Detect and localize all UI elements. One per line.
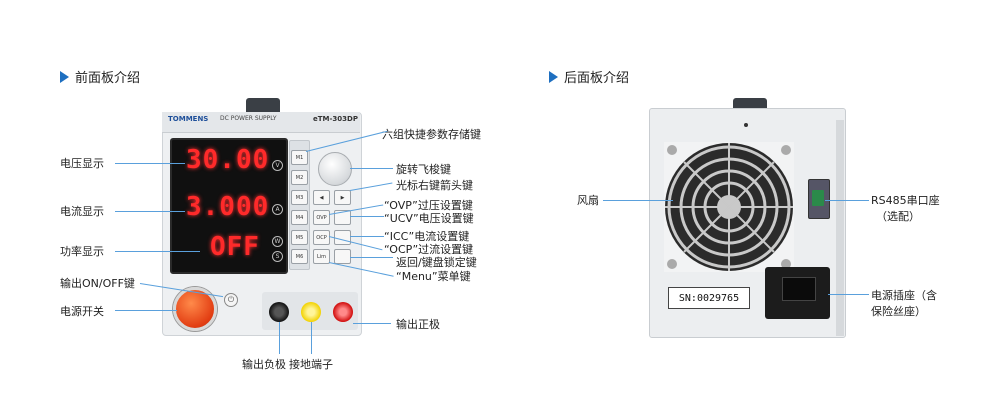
label-icc: “ICC”电流设置键 (384, 230, 470, 243)
output-toggle-button[interactable]: ⏻ (224, 293, 238, 307)
memory-key-m6[interactable]: M6 (291, 249, 308, 264)
rs485-connector (812, 190, 824, 206)
label-power-display: 功率显示 (60, 245, 104, 258)
cursor-left-key[interactable]: ◀ (313, 190, 330, 205)
leader-line (115, 251, 200, 252)
label-output-negative: 输出负极 (242, 358, 286, 371)
carry-handle (246, 98, 280, 112)
label-cursor-keys: 光标右键箭头键 (396, 179, 473, 192)
power-symbol-icon: ⏻ (227, 295, 235, 304)
label-fan: 风扇 (577, 194, 599, 207)
rear-panel-title: 后面板介绍 (564, 71, 630, 86)
memory-key-m1[interactable]: M1 (291, 150, 308, 165)
rear-panel-side (836, 120, 844, 336)
triangle-bullet-icon (60, 70, 69, 83)
leader-line (350, 257, 393, 258)
label-rs485-line1: RS485串口座 (871, 194, 940, 207)
memory-key-m4[interactable]: M4 (291, 210, 308, 225)
front-panel-header (162, 112, 360, 133)
led-display (170, 138, 288, 274)
label-rotary-knob: 旋转飞梭键 (396, 163, 451, 176)
memory-key-m2[interactable]: M2 (291, 170, 308, 185)
leader-line (115, 310, 177, 311)
serial-number-label: SN:0029765 (668, 287, 750, 309)
menu-key[interactable]: Lim (313, 249, 330, 264)
label-ground-terminal: 接地端子 (289, 358, 333, 371)
ocp-key[interactable]: OCP (313, 230, 330, 245)
power-readout: OFF (210, 232, 260, 262)
label-menu: “Menu”菜单键 (396, 270, 471, 283)
return-lock-key[interactable] (334, 249, 351, 264)
label-ocp: “OCP”过流设置键 (384, 243, 474, 256)
label-socket-line2: 保险丝座） (871, 305, 926, 318)
leader-line (279, 322, 280, 354)
leader-line (350, 216, 384, 217)
ovp-key[interactable]: OVP (313, 210, 330, 225)
label-power-switch: 电源开关 (60, 305, 104, 318)
leader-line (115, 163, 185, 164)
label-memory-keys: 六组快捷参数存储键 (382, 128, 481, 141)
label-ucv: “UCV”电压设置键 (384, 212, 474, 225)
label-output-positive: 输出正极 (396, 318, 440, 331)
leader-line (350, 236, 384, 237)
front-panel-title: 前面板介绍 (75, 71, 141, 86)
negative-terminal[interactable] (269, 302, 289, 322)
second-unit-indicator: S (272, 251, 283, 262)
leader-line (311, 322, 312, 354)
memory-key-m5[interactable]: M5 (291, 230, 308, 245)
screw-hole (744, 123, 748, 127)
volt-unit-indicator: V (272, 160, 283, 171)
amp-unit-indicator: A (272, 204, 283, 215)
model-number: eTM-303DP (313, 115, 358, 123)
rotary-knob[interactable] (318, 152, 352, 186)
label-voltage-display: 电压显示 (60, 157, 104, 170)
carry-handle (733, 98, 767, 108)
label-rs485-line2: （选配） (876, 210, 920, 223)
memory-key-m3[interactable]: M3 (291, 190, 308, 205)
label-return-lock: 返回/键盘锁定键 (396, 256, 477, 269)
leader-line (115, 211, 185, 212)
label-current-display: 电流显示 (60, 205, 104, 218)
leader-line (603, 200, 673, 201)
product-name: DC POWER SUPPLY (220, 115, 277, 122)
front-panel-heading: 前面板介绍 (60, 67, 140, 86)
label-output-toggle: 输出ON/OFF键 (60, 277, 135, 290)
positive-terminal[interactable] (333, 302, 353, 322)
leader-line (828, 294, 869, 295)
rear-panel-heading: 后面板介绍 (549, 67, 629, 86)
leader-line (353, 323, 391, 324)
fan-grille (664, 142, 794, 272)
ground-terminal[interactable] (301, 302, 321, 322)
watt-unit-indicator: W (272, 236, 283, 247)
current-readout: 3.000 (186, 192, 270, 222)
leader-line (825, 200, 869, 201)
label-ovp: “OVP”过压设置键 (384, 199, 473, 212)
socket-receptacle (782, 277, 816, 301)
voltage-readout: 30.00 (186, 145, 270, 175)
label-socket-line1: 电源插座（含 (871, 289, 937, 302)
brand-logo: TOMMENS (168, 115, 209, 123)
cursor-right-key[interactable]: ▶ (334, 190, 351, 205)
triangle-bullet-icon (549, 70, 558, 83)
leader-line (350, 168, 393, 169)
